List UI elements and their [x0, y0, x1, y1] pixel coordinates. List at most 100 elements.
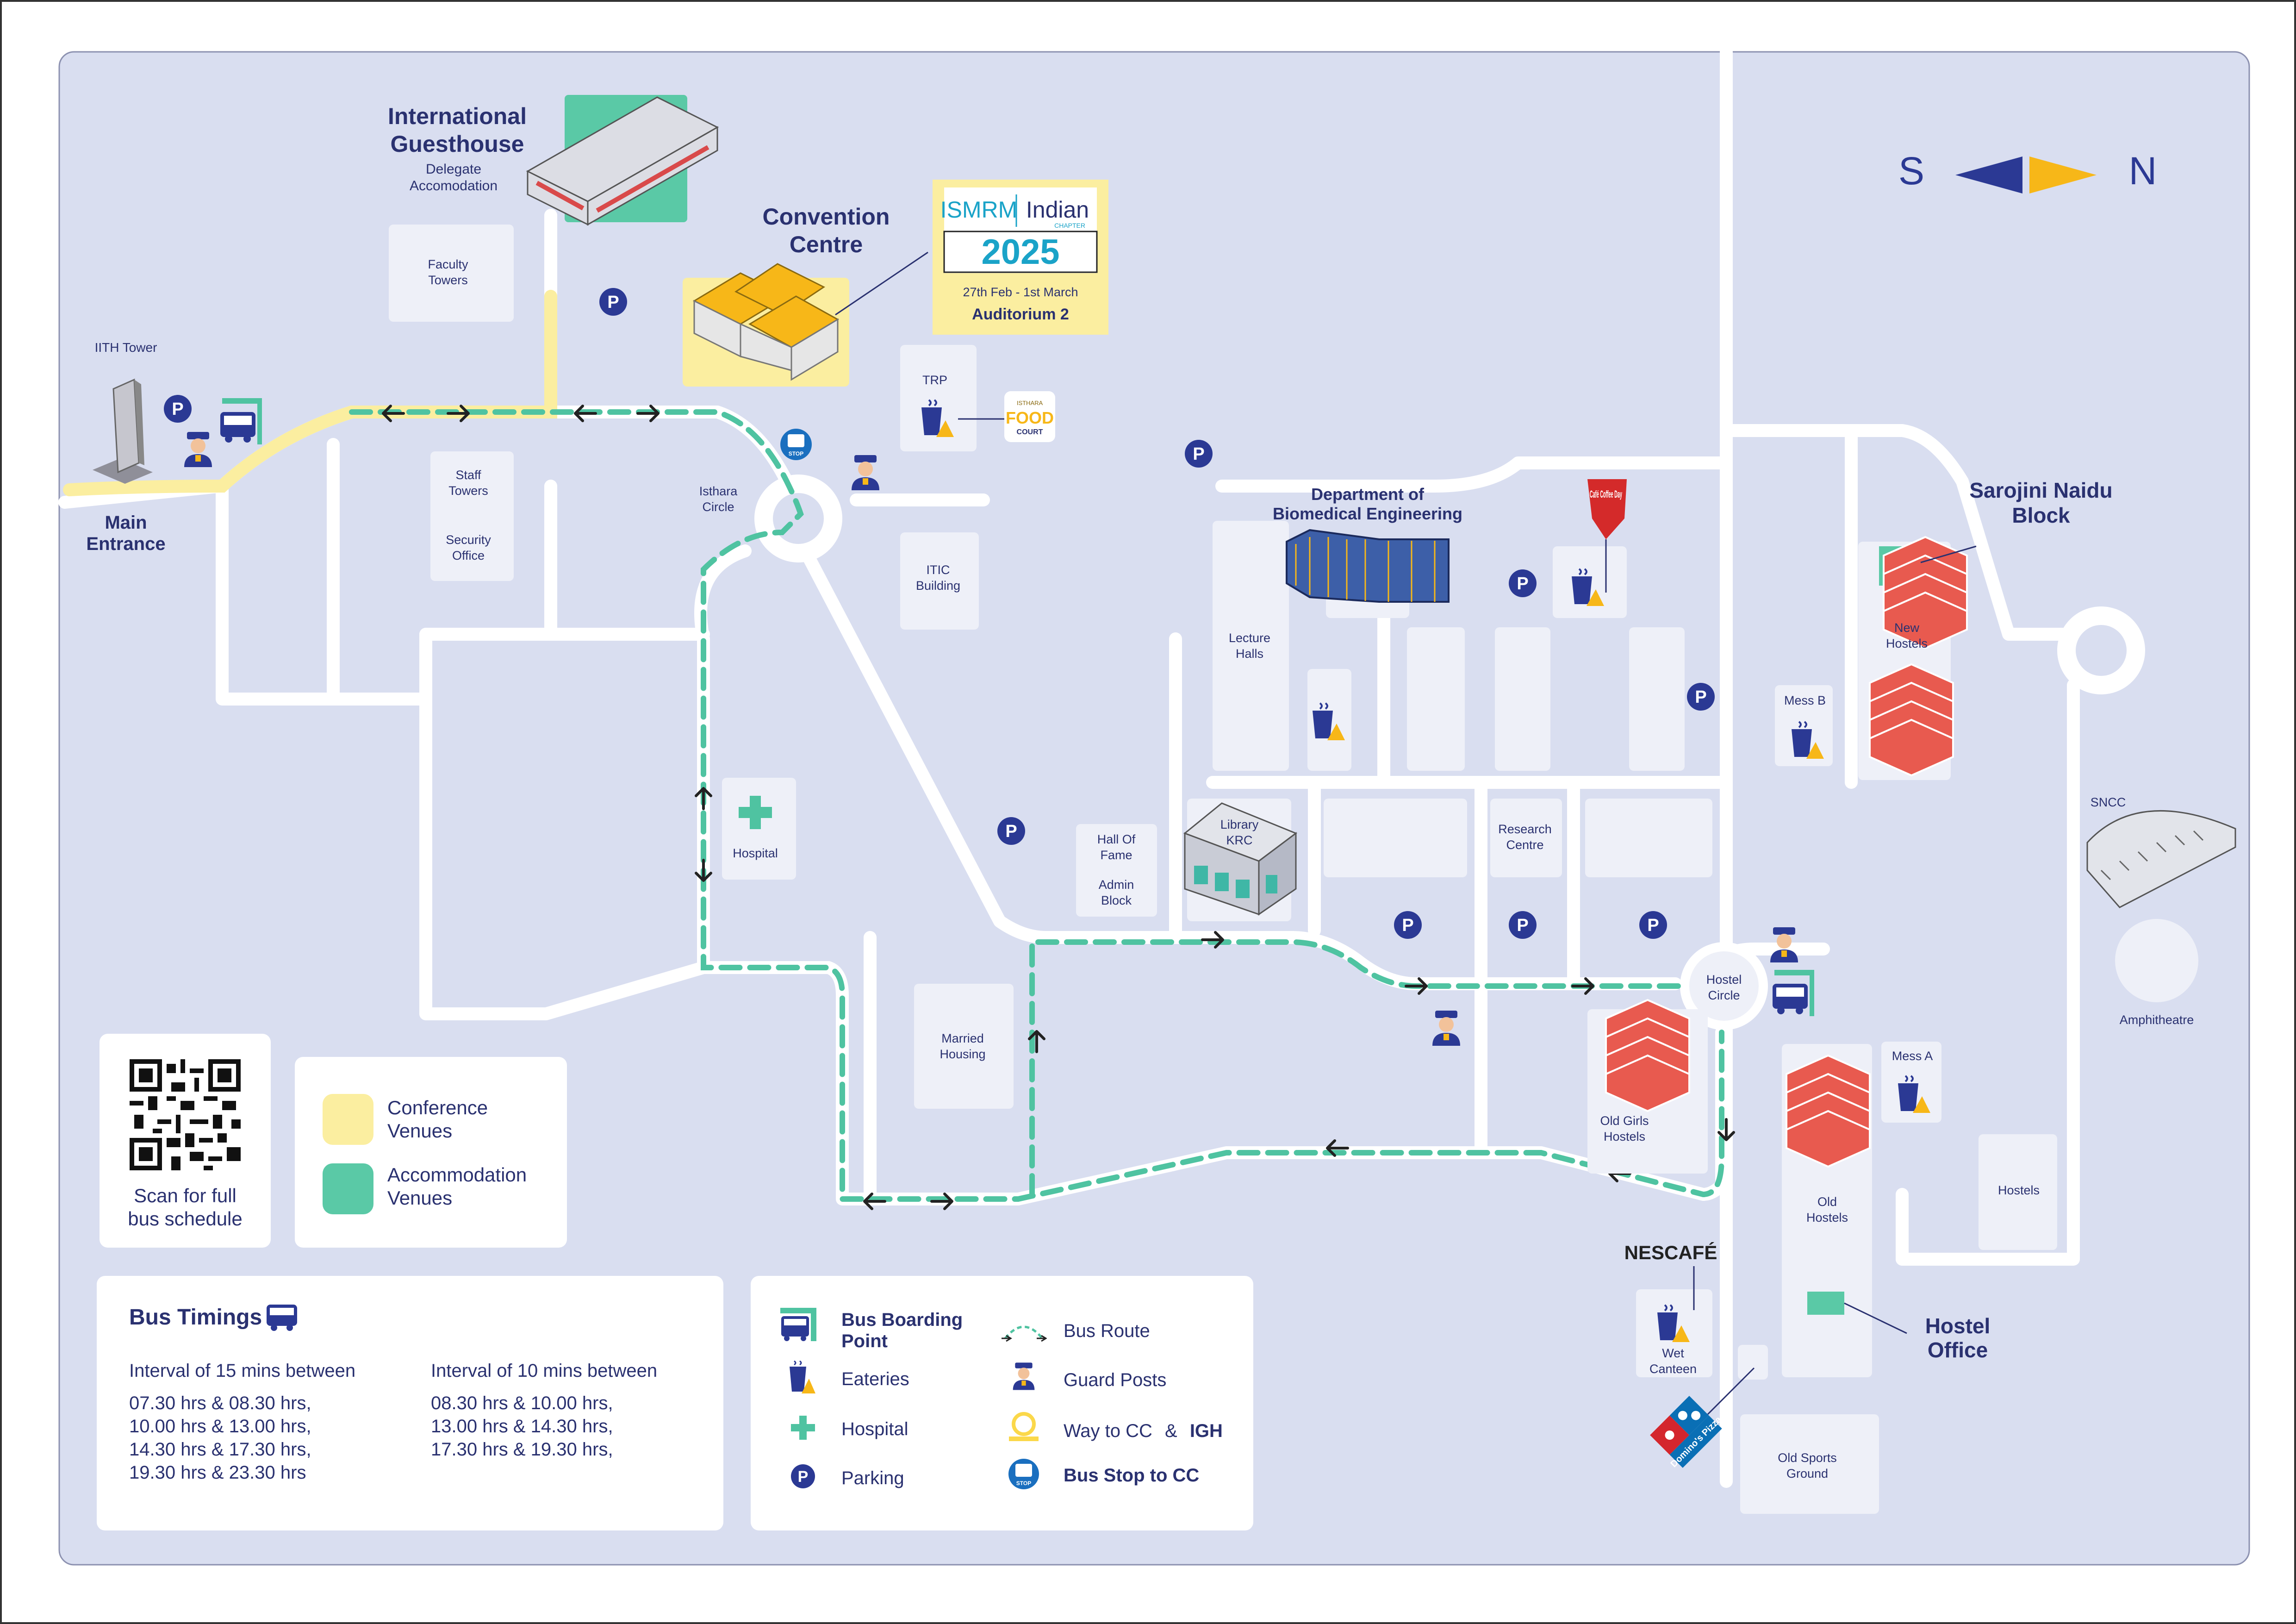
qr-caption: Scan for full bus schedule: [128, 1185, 243, 1230]
key-bus-route: Bus Route: [1064, 1321, 1150, 1341]
parking-key-icon: P: [791, 1464, 815, 1488]
hostels-block: [1979, 1134, 2057, 1250]
svg-text:2025: 2025: [981, 232, 1059, 272]
label-iith-tower: IITH Tower: [95, 340, 157, 355]
trp-block: [900, 345, 977, 451]
way-to-cc-icon: [1009, 1412, 1039, 1441]
accommodation-venue-swatch: [323, 1163, 373, 1214]
col2-heading: Interval of 10 mins between: [431, 1361, 658, 1381]
label-hospital: Hospital: [733, 846, 778, 860]
bus-stop-to-cc: [780, 429, 812, 460]
svg-text:Indian: Indian: [1026, 197, 1089, 223]
svg-text:Auditorium 2: Auditorium 2: [972, 306, 1069, 323]
hall-of-fame-block: [1076, 824, 1157, 917]
key-hospital: Hospital: [841, 1419, 908, 1439]
label-sncc: SNCC: [2091, 795, 2126, 809]
sarojini-naidu-illustration: [1879, 536, 1968, 649]
event-card: ISMRM Indian CHAPTER 2025 27th Feb - 1st…: [933, 180, 1108, 335]
sncc-illustration: [2086, 810, 2236, 908]
svg-text:ISMRM: ISMRM: [940, 197, 1018, 223]
svg-text:P: P: [798, 1468, 809, 1486]
label-hostels: Hostels: [1998, 1183, 2040, 1197]
cafe-coffee-day-logo: Café Coffee Day: [1587, 479, 1627, 539]
way-to-cc-path: [63, 290, 557, 496]
isthara-food-court-logo: ISTHARA FOOD COURT: [1004, 391, 1055, 442]
qr-panel: Scan for full bus schedule: [100, 1034, 271, 1248]
eateries-icon: [790, 1360, 815, 1393]
old-sports-ground-block: [1740, 1414, 1879, 1514]
conference-venue-label: Conference Venues: [387, 1097, 488, 1142]
research-centre-block: [1490, 799, 1562, 877]
dominos-logo: Domino's Pizza: [1650, 1396, 1724, 1469]
lecture-halls-block: [1213, 521, 1289, 771]
key-guard-posts: Guard Posts: [1064, 1370, 1167, 1390]
guard-posts-icon: [1013, 1362, 1035, 1390]
bus-stop-to-cc-icon: STOP: [1008, 1459, 1039, 1489]
label-amphitheatre: Amphitheatre: [2120, 1013, 2194, 1027]
qr-code-icon[interactable]: [130, 1059, 241, 1170]
bus-route-path: [349, 409, 1724, 1202]
bus-boarding-point-icon: [780, 1308, 816, 1341]
bus-timings-title: Bus Timings: [129, 1305, 262, 1330]
venue-legend-panel: Conference Venues Accommodation Venues: [295, 1057, 567, 1248]
svg-text:STOP: STOP: [1016, 1480, 1031, 1487]
old-girls-hostels-illustration: [1605, 999, 1690, 1112]
svg-text:27th Feb - 1st March: 27th Feb - 1st March: [963, 285, 1078, 299]
bus-route-icon: [1002, 1325, 1047, 1342]
label-mess-b: Mess B: [1784, 693, 1826, 707]
label-trp: TRP: [922, 373, 947, 387]
faculty-towers-block: [389, 225, 514, 322]
hostel-office-marker: [1807, 1292, 1844, 1315]
map-key-panel: Bus Boarding Point Eateries Hospital P P…: [751, 1276, 1253, 1530]
library-building-illustration: [1183, 802, 1298, 916]
bus-timings-panel: Bus Timings Interval of 15 mins between …: [97, 1276, 723, 1530]
bme-building-illustration: [1286, 529, 1450, 603]
nescafe-logo: NESCAFÉ: [1624, 1242, 1717, 1263]
svg-text:CHAPTER: CHAPTER: [1054, 222, 1085, 229]
married-housing-block: [914, 984, 1014, 1109]
svg-text:COURT: COURT: [1017, 428, 1043, 436]
hospital-key-icon: [791, 1416, 815, 1440]
svg-text:S: S: [1898, 149, 1924, 193]
key-bus-stop-to-cc: Bus Stop to CC: [1064, 1465, 1200, 1486]
mess-b-block: [1775, 685, 1833, 766]
svg-text:N: N: [2129, 149, 2157, 193]
col2-times: 08.30 hrs & 10.00 hrs, 13.00 hrs & 14.30…: [431, 1393, 613, 1460]
key-eateries: Eateries: [841, 1369, 909, 1389]
itic-block: [900, 532, 979, 630]
label-mess-a: Mess A: [1892, 1049, 1933, 1063]
new-hostels-illustration: [1869, 663, 1954, 776]
conference-venue-swatch: [323, 1094, 373, 1145]
old-hostels-illustration: [1786, 1055, 1871, 1168]
key-parking: Parking: [841, 1468, 904, 1488]
iith-tower-illustration: [93, 378, 153, 484]
key-way-to-cc: Way to CC & IGH: [1064, 1421, 1223, 1441]
guesthouse-illustration: [526, 95, 719, 226]
accommodation-venue-label: Accommodation Venues: [387, 1164, 527, 1209]
svg-text:FOOD: FOOD: [1006, 408, 1054, 427]
col1-times: 07.30 hrs & 08.30 hrs, 10.00 hrs & 13.00…: [129, 1393, 311, 1483]
convention-centre-illustration: [683, 263, 849, 387]
svg-text:Café Coffee Day: Café Coffee Day: [1590, 488, 1622, 500]
